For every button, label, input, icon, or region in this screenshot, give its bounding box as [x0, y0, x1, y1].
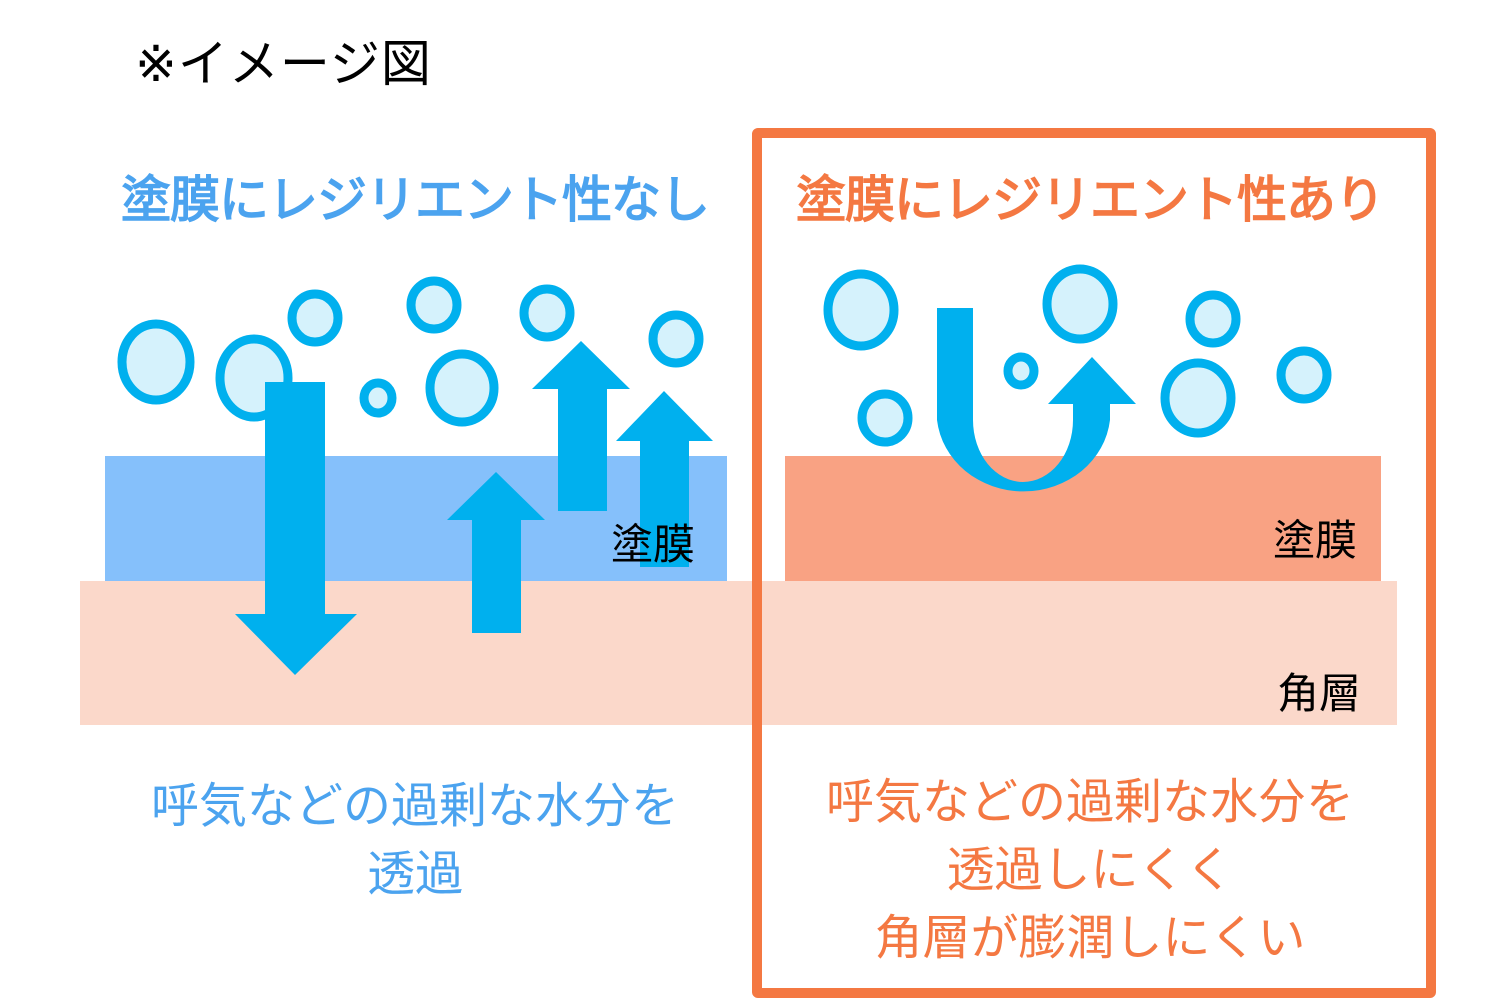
- water-bubbles-left: [117, 276, 704, 427]
- caption-line: 角層が膨潤しにくい: [874, 910, 1306, 966]
- up-arrow: [616, 391, 713, 567]
- coating-layer-right: [785, 456, 1381, 581]
- water-bubbles-right: [823, 264, 1332, 447]
- stratum-label: 角層: [1277, 669, 1362, 718]
- right-caption: 呼気などの過剰な水分を 透過しにくく 角層が膨潤しにくい: [760, 768, 1420, 972]
- water-bubble: [519, 284, 575, 342]
- water-bubble: [406, 276, 462, 334]
- up-arrow: [532, 341, 630, 511]
- rebound-arrow: [937, 308, 1136, 492]
- water-bubble: [1185, 290, 1241, 348]
- right-panel-title: 塗膜にレジリエント性あり: [796, 171, 1385, 229]
- water-bubble: [1042, 264, 1118, 344]
- left-panel-title: 塗膜にレジリエント性なし: [121, 171, 710, 229]
- left-caption: 呼気などの過剰な水分を 透過: [85, 772, 745, 908]
- water-bubble: [359, 378, 397, 418]
- water-bubble: [117, 319, 195, 405]
- water-bubble: [857, 389, 913, 447]
- water-bubble: [1160, 358, 1236, 438]
- permeation-arrows-left: [235, 341, 713, 675]
- coating-layer-left: [105, 456, 727, 581]
- coating-label-left: 塗膜: [611, 520, 696, 569]
- up-arrow: [447, 472, 545, 633]
- image-note: ※イメージ図: [135, 35, 432, 93]
- water-bubble: [1276, 346, 1332, 404]
- caption-line: 呼気などの過剰な水分を: [825, 774, 1354, 830]
- caption-line: 透過しにくく: [946, 842, 1234, 898]
- water-bubble: [648, 310, 704, 368]
- caption-line: 呼気などの過剰な水分を: [150, 778, 679, 834]
- water-bubble: [1003, 352, 1039, 390]
- water-bubble: [287, 289, 343, 347]
- highlight-frame: [752, 128, 1436, 998]
- coating-label-right: 塗膜: [1273, 516, 1358, 565]
- water-bubble: [823, 269, 899, 351]
- water-bubble: [425, 349, 499, 427]
- caption-line: 透過: [366, 846, 463, 902]
- down-arrow: [235, 382, 357, 675]
